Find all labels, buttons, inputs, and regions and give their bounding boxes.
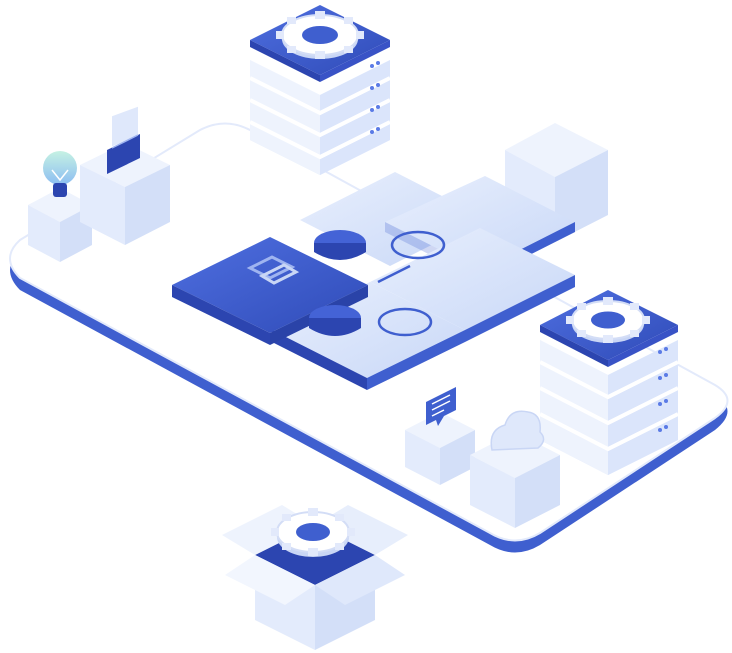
folder-icon [107, 106, 140, 174]
cloud-icon [490, 410, 545, 451]
chat-bubble-icon [426, 387, 456, 426]
cube-icon [405, 412, 475, 485]
puzzle-icon [272, 172, 575, 390]
chat-block [405, 387, 475, 485]
server-stack-top [249, 5, 391, 175]
server-stack-right [539, 290, 679, 475]
server-stack-icon [539, 290, 679, 475]
puzzle-icon [172, 230, 368, 345]
gear-icon [566, 297, 650, 343]
lightbulb-block [28, 151, 92, 262]
cloud-block [470, 410, 560, 528]
folder-block [80, 106, 170, 245]
gear-icon [276, 11, 364, 59]
open-box-block [222, 505, 408, 650]
puzzle-group [172, 172, 575, 390]
gear-icon [271, 508, 355, 557]
lightbulb-icon [43, 151, 77, 197]
logo-mark [246, 255, 300, 285]
